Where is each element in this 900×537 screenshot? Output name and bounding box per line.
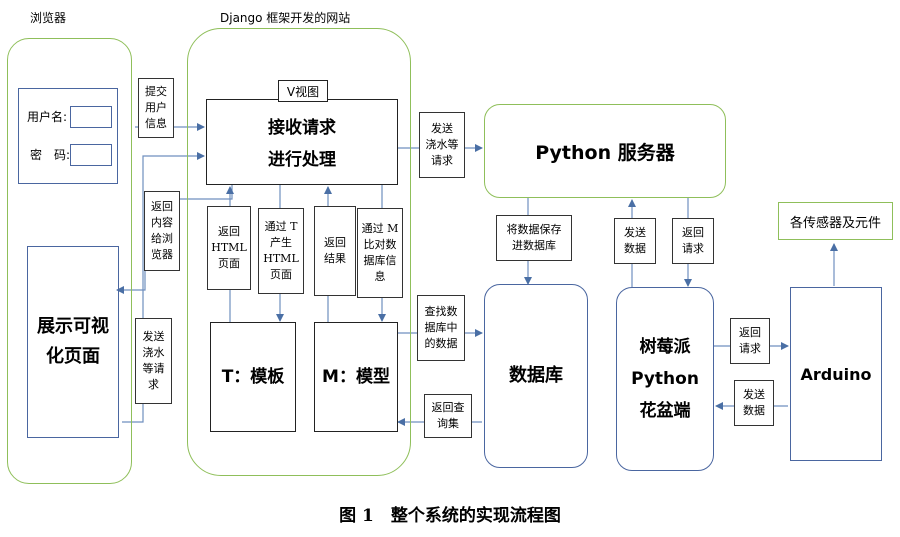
label-return-result: 返回 结果 — [314, 206, 356, 296]
display-page-box: 展示可视 化页面 — [27, 246, 119, 438]
django-region — [187, 28, 411, 476]
label-return-query-set: 返回查 询集 — [424, 394, 472, 438]
arrow-send-water-left — [122, 152, 205, 423]
label-t-generate-html: 通过 T 产生 HTML 页面 — [258, 208, 304, 294]
sensors-box: 各传感器及元件 — [778, 202, 893, 240]
template-box: T：模板 — [210, 322, 296, 432]
label-m-compare-db: 通过 M 比对数 据库信 息 — [357, 208, 403, 298]
browser-region — [7, 38, 132, 484]
password-input[interactable] — [70, 144, 112, 166]
label-return-html: 返回 HTML 页面 — [207, 206, 251, 290]
receive-request-text: 接收请求 进行处理 — [268, 118, 336, 170]
raspberry-client-box: 树莓派 Python 花盆端 — [616, 287, 714, 471]
model-box: M：模型 — [314, 322, 398, 432]
label-send-water-mid: 发送 浇水等 请求 — [419, 112, 465, 178]
django-region-title: Django 框架开发的网站 — [220, 11, 351, 25]
label-query-db: 查找数 据库中 的数据 — [417, 295, 465, 361]
database-box: 数据库 — [484, 284, 588, 468]
label-submit-info: 提交 用户 信息 — [138, 78, 174, 138]
label-return-request-top: 返回 请求 — [672, 218, 714, 264]
username-label: 用户名: — [27, 110, 68, 124]
label-save-to-db: 将数据保存 进数据库 — [496, 215, 572, 261]
label-send-data-right: 发送 数据 — [734, 380, 774, 426]
username-input[interactable] — [70, 106, 112, 128]
label-send-water-left: 发送 浇水 等请 求 — [135, 318, 172, 404]
login-form — [18, 88, 118, 184]
figure-caption: 图 1 整个系统的实现流程图 — [339, 506, 561, 526]
password-label: 密 码: — [30, 148, 71, 162]
arduino-box: Arduino — [790, 287, 882, 461]
label-send-data-top: 发送 数据 — [614, 218, 656, 264]
browser-region-title: 浏览器 — [30, 11, 67, 25]
v-view-tab: V视图 — [278, 80, 328, 102]
python-server-box: Python 服务器 — [484, 104, 726, 198]
label-return-content: 返回 内容 给浏 览器 — [144, 191, 180, 271]
label-return-request-right: 返回 请求 — [730, 318, 770, 364]
